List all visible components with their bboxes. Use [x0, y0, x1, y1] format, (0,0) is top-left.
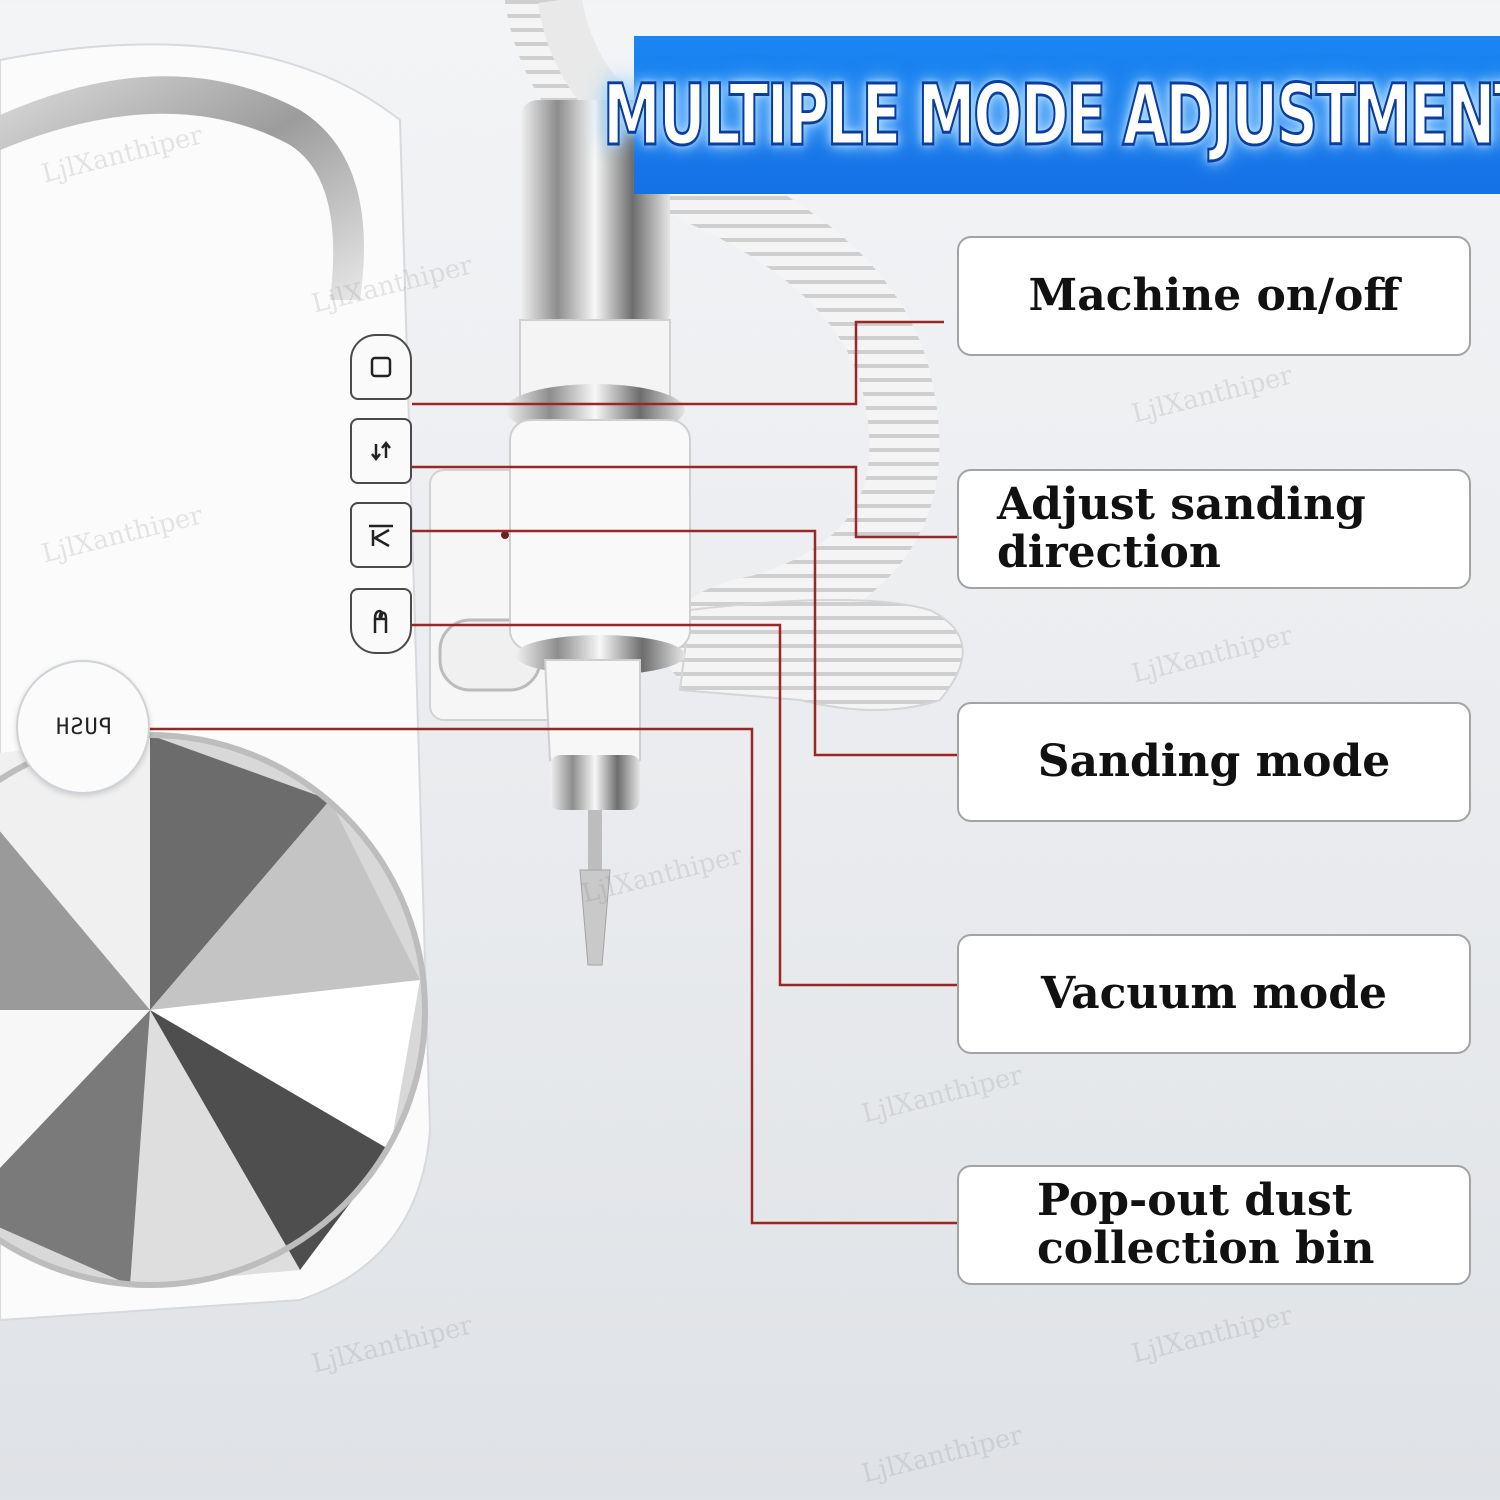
callout-dust-bin: Pop-out dust collection bin	[957, 1165, 1471, 1285]
callout-label-line2: collection bin	[1037, 1223, 1375, 1274]
leader-bin	[130, 727, 957, 1225]
direction-arrow-icon	[369, 524, 393, 548]
direction-button[interactable]	[350, 418, 412, 484]
rotate-arrows-icon	[371, 440, 391, 462]
sanding-mode-button[interactable]	[350, 502, 412, 568]
leader-vacuum	[412, 623, 957, 987]
power-square-icon	[370, 356, 392, 378]
lower-hose	[678, 599, 964, 711]
sanding-bit	[579, 869, 611, 966]
push-label: PUSH	[54, 714, 112, 740]
callout-sanding: Sanding mode	[957, 702, 1471, 822]
push-release-button[interactable]: PUSH	[16, 660, 150, 794]
leader-power	[412, 320, 944, 406]
callout-label-line1: Pop-out dust	[1037, 1174, 1353, 1226]
leader-sanding	[412, 529, 957, 757]
leader-direction	[412, 465, 957, 539]
callout-label: Sanding mode	[1037, 735, 1391, 787]
sanding-handpiece	[509, 419, 691, 651]
chrome-tube	[520, 100, 670, 330]
callout-label: Vacuum mode	[1041, 967, 1387, 1019]
banner-title: MULTIPLE MODE ADJUSTMENT	[602, 64, 1500, 166]
callout-power: Machine on/off	[957, 236, 1471, 356]
callout-direction: Adjust sanding direction	[957, 469, 1471, 589]
title-banner: MULTIPLE MODE ADJUSTMENT	[602, 36, 1500, 194]
vacuum-mode-button[interactable]	[350, 588, 412, 654]
leader-lines	[130, 320, 957, 1225]
callout-label-line2: direction	[997, 527, 1221, 578]
callout-label: Machine on/off	[1028, 269, 1400, 321]
power-button[interactable]	[350, 334, 412, 400]
vacuum-fan-icon	[373, 609, 388, 633]
dust-bin-disc	[0, 732, 428, 1288]
carry-handle	[0, 76, 364, 300]
callout-label-line1: Adjust sanding	[997, 478, 1366, 530]
callout-vacuum: Vacuum mode	[957, 934, 1471, 1054]
